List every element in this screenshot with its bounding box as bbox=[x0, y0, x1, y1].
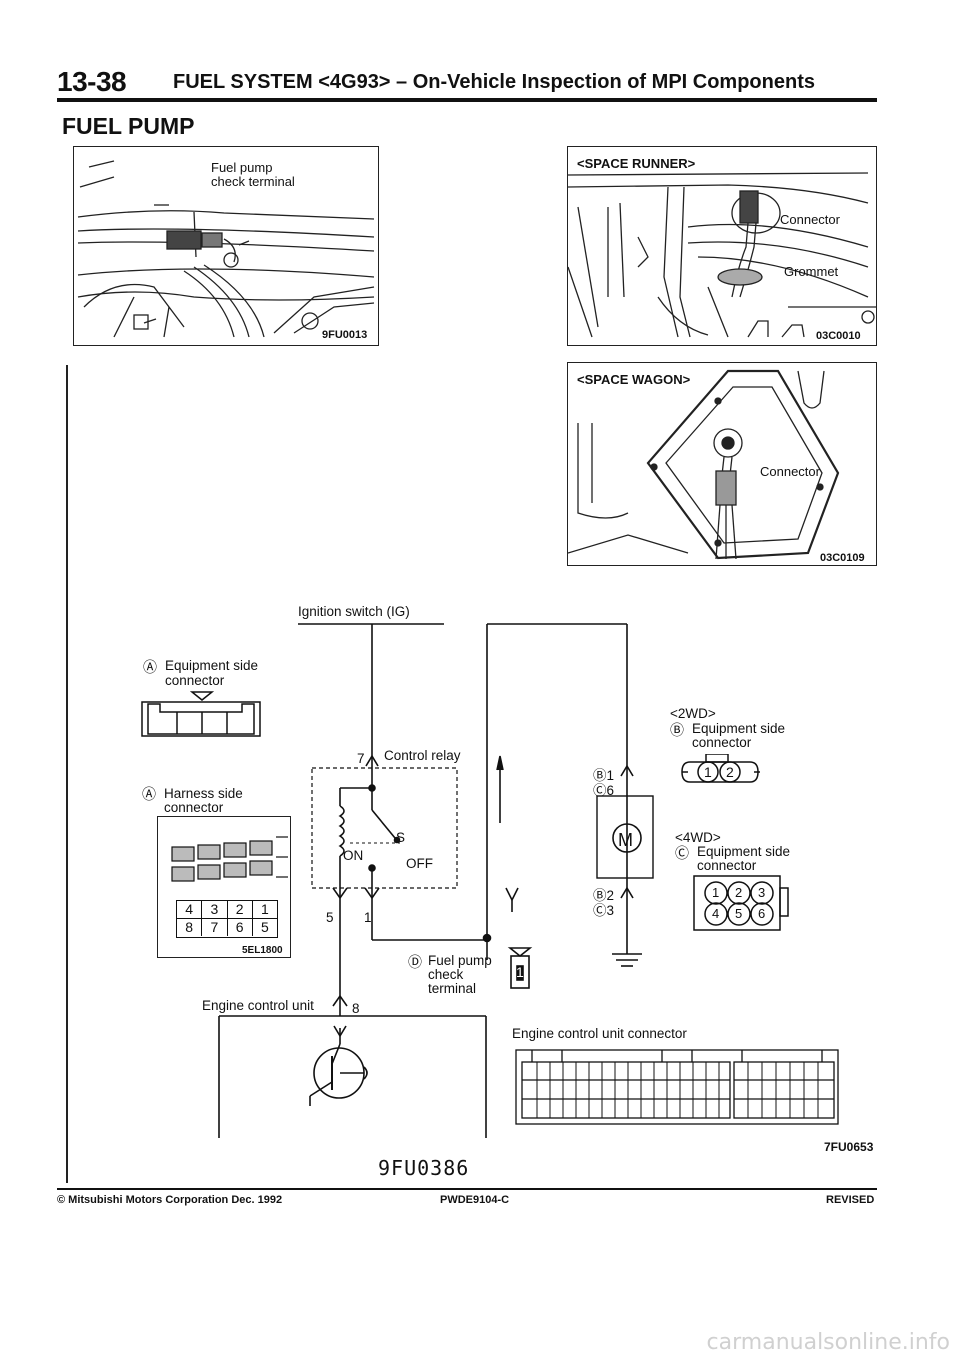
left-border-line bbox=[66, 365, 68, 1183]
space-runner-connector-label: Connector bbox=[780, 212, 840, 227]
harness-pin: 1 bbox=[260, 901, 269, 917]
b-pin-1: 1 bbox=[704, 764, 712, 780]
connector-a-equipment bbox=[141, 691, 261, 737]
space-runner-illustration bbox=[568, 172, 876, 338]
c-pin: 3 bbox=[758, 885, 766, 900]
fuel-pump-label-1: Fuel pump bbox=[428, 953, 492, 968]
c-pin: 4 bbox=[712, 906, 720, 921]
figure-space-wagon: <SPACE WAGON> Connector 03C0109 bbox=[567, 362, 877, 566]
control-relay-label: Control relay bbox=[384, 748, 461, 763]
circled-c-icon: Ⓒ bbox=[675, 845, 689, 861]
c-pin: 5 bbox=[735, 906, 743, 921]
c-pin: 1 bbox=[712, 885, 720, 900]
motor-pin-c6-num: 6 bbox=[606, 783, 615, 798]
a-equipment-label-1: Equipment side bbox=[165, 658, 259, 673]
harness-pin: 6 bbox=[228, 919, 253, 936]
circled-a-icon: Ⓐ bbox=[142, 786, 156, 802]
c-pin: 2 bbox=[735, 885, 743, 900]
space-runner-title: <SPACE RUNNER> bbox=[577, 156, 696, 171]
relay-pin-5: 5 bbox=[326, 910, 334, 925]
a-harness-label-1: Harness side bbox=[164, 786, 243, 801]
motor-pin-c3-num: 3 bbox=[606, 903, 615, 918]
figure-fuel-pump-check: Fuel pump check terminal 9FU0013 bbox=[73, 146, 379, 346]
a-harness-label-2: connector bbox=[164, 800, 224, 815]
motor-pin-b1-num: 1 bbox=[606, 768, 615, 783]
harness-pin: 5 bbox=[260, 919, 269, 935]
circled-b-icon: Ⓑ bbox=[593, 888, 607, 903]
harness-pin: 3 bbox=[202, 901, 228, 918]
figure-code: 03C0109 bbox=[820, 552, 865, 564]
harness-pin: 4 bbox=[177, 901, 203, 918]
footer-status: REVISED bbox=[826, 1194, 875, 1206]
c-pin: 6 bbox=[758, 906, 766, 921]
switch-off-label: OFF bbox=[406, 856, 433, 871]
engine-bay-illustration bbox=[77, 160, 375, 338]
wd2-label: <2WD> bbox=[670, 706, 716, 721]
harness-pin: 8 bbox=[177, 919, 203, 936]
ecu-connector-diagram bbox=[515, 1049, 839, 1125]
ecu-connector-label: Engine control unit connector bbox=[512, 1026, 687, 1041]
fuel-pump-check-label: Fuel pump check terminal bbox=[211, 160, 295, 189]
wd4-label: <4WD> bbox=[675, 830, 721, 845]
motor-pin-b1: Ⓑ1 bbox=[593, 768, 614, 783]
page-header-title: FUEL SYSTEM <4G93> – On-Vehicle Inspecti… bbox=[173, 71, 815, 93]
watermark: carmanualsonline.info bbox=[706, 1330, 950, 1355]
section-title: FUEL PUMP bbox=[62, 113, 195, 139]
engine-control-unit-label: Engine control unit bbox=[202, 998, 314, 1013]
ignition-switch-label: Ignition switch (IG) bbox=[298, 604, 410, 619]
figure-code: 03C0010 bbox=[816, 330, 861, 342]
figure-space-runner: <SPACE RUNNER> Connector Grommet 03C0010 bbox=[567, 146, 877, 346]
harness-pins-bottom-row: 8 7 6 5 bbox=[177, 919, 277, 936]
footer-copyright: © Mitsubishi Motors Corporation Dec. 199… bbox=[57, 1194, 283, 1206]
circled-a-icon: Ⓐ bbox=[143, 659, 157, 675]
circled-d-icon: Ⓓ bbox=[408, 954, 422, 970]
footer-rule bbox=[57, 1188, 877, 1190]
page-number: 13-38 bbox=[57, 66, 127, 97]
harness-figure-code: 5EL1800 bbox=[242, 945, 283, 956]
circled-b-icon: Ⓑ bbox=[593, 768, 607, 783]
relay-pin-1: 1 bbox=[364, 910, 372, 925]
motor-symbol: M bbox=[618, 830, 633, 850]
harness-connector-panel: 5EL1800 bbox=[157, 816, 291, 958]
footer-doc-id: PWDE9104-C bbox=[440, 1194, 510, 1206]
fuel-pump-pin: 1 bbox=[516, 964, 524, 980]
motor-pin-c3: Ⓒ3 bbox=[593, 903, 614, 918]
connector-c bbox=[693, 875, 789, 931]
harness-pin: 7 bbox=[202, 919, 228, 936]
motor-pin-c6: Ⓒ6 bbox=[593, 783, 614, 798]
switch-on-label: ON bbox=[343, 848, 364, 863]
harness-pin-grid: 4 3 2 1 8 7 6 5 bbox=[176, 900, 278, 938]
space-runner-grommet-label: Grommet bbox=[784, 264, 839, 279]
harness-connector-illustration bbox=[171, 836, 288, 882]
b-pin-2: 2 bbox=[726, 764, 734, 780]
circled-c-icon: Ⓒ bbox=[593, 783, 607, 798]
harness-pins-top-row: 4 3 2 1 bbox=[177, 901, 277, 919]
c-equipment-label-1: Equipment side bbox=[697, 844, 791, 859]
b-equipment-label-2: connector bbox=[692, 735, 752, 750]
c-equipment-label-2: connector bbox=[697, 858, 757, 873]
header-rule bbox=[57, 98, 877, 102]
ecu-pin-8: 8 bbox=[352, 1001, 360, 1016]
motor-pin-b2: Ⓑ2 bbox=[593, 888, 614, 903]
center-figure-code: 9FU0386 bbox=[378, 1156, 470, 1180]
space-wagon-illustration bbox=[568, 369, 840, 560]
relay-pin-7: 7 bbox=[357, 751, 365, 766]
harness-pin: 2 bbox=[228, 901, 253, 918]
wiring-diagram bbox=[218, 623, 654, 1138]
space-wagon-connector-label: Connector bbox=[760, 464, 820, 479]
figure-code: 9FU0013 bbox=[322, 329, 368, 341]
connector-b bbox=[681, 754, 760, 783]
motor-pin-b2-num: 2 bbox=[606, 888, 615, 903]
space-wagon-title: <SPACE WAGON> bbox=[577, 372, 691, 387]
circled-b-icon: Ⓑ bbox=[670, 722, 684, 738]
fuel-pump-label-3: terminal bbox=[428, 981, 477, 996]
diagram-figure-code: 7FU0653 bbox=[824, 1140, 874, 1154]
circled-c-icon: Ⓒ bbox=[593, 903, 607, 918]
b-equipment-label-1: Equipment side bbox=[692, 721, 786, 736]
switch-s-label: S bbox=[396, 830, 406, 845]
fuel-pump-label-2: check bbox=[428, 967, 464, 982]
a-equipment-label-2: connector bbox=[165, 673, 225, 688]
